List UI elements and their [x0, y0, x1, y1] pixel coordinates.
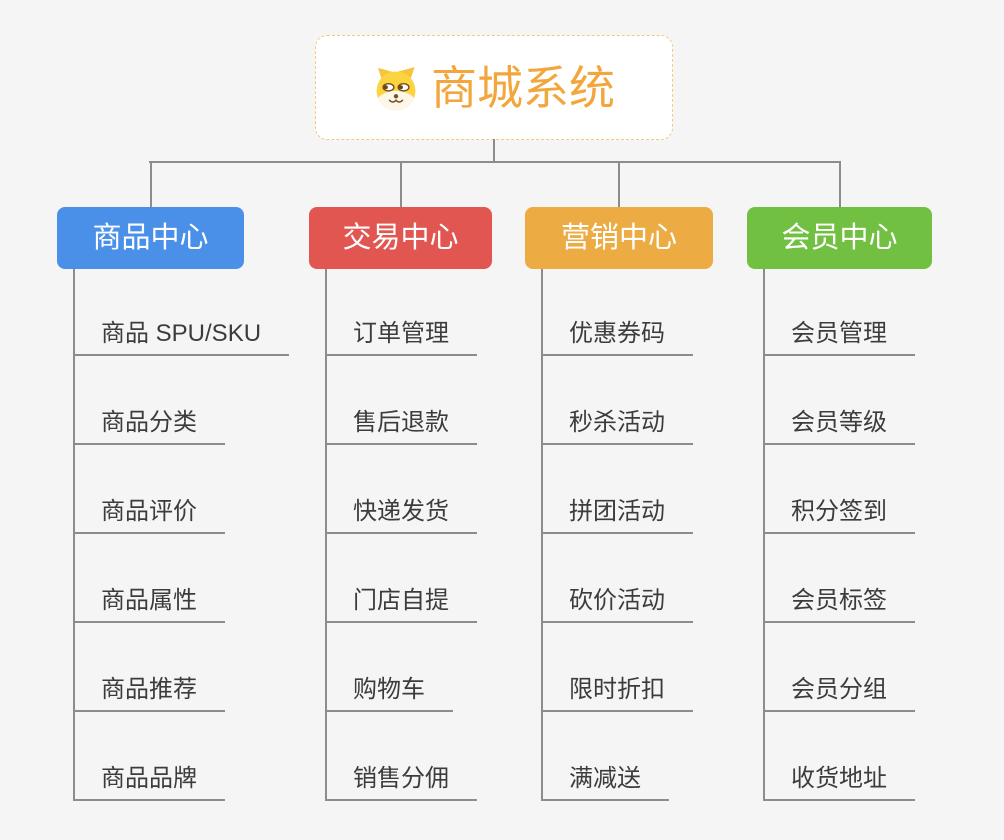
leaf-label: 商品品牌	[101, 765, 197, 792]
connector-branch-drop	[839, 161, 841, 207]
leaf-node[interactable]: 满减送	[541, 763, 669, 801]
leaf-label: 优惠券码	[569, 320, 665, 347]
branch-label: 商品中心	[92, 221, 209, 254]
connector-branch-spine	[73, 269, 75, 801]
leaf-node[interactable]: 秒杀活动	[541, 407, 693, 445]
connector-branch-spine	[541, 269, 543, 801]
leaf-label: 门店自提	[353, 587, 449, 614]
connector-branch-spine	[325, 269, 327, 801]
branch-node-marketing-center[interactable]: 营销中心	[525, 207, 713, 269]
leaf-label: 积分签到	[791, 498, 887, 525]
leaf-label: 满减送	[569, 765, 641, 792]
leaf-node[interactable]: 积分签到	[763, 496, 915, 534]
leaf-node[interactable]: 购物车	[325, 674, 453, 712]
leaf-node[interactable]: 优惠券码	[541, 318, 693, 356]
leaf-node[interactable]: 砍价活动	[541, 585, 693, 623]
connector-branch-drop	[150, 161, 152, 207]
leaf-node[interactable]: 会员分组	[763, 674, 915, 712]
leaf-label: 订单管理	[353, 320, 449, 347]
branch-node-product-center[interactable]: 商品中心	[57, 207, 244, 269]
leaf-node[interactable]: 商品 SPU/SKU	[73, 318, 290, 356]
leaf-label: 会员管理	[791, 320, 887, 347]
leaf-node[interactable]: 会员标签	[763, 585, 915, 623]
leaf-node[interactable]: 会员管理	[763, 318, 915, 356]
leaf-node[interactable]: 限时折扣	[541, 674, 693, 712]
leaf-label: 快递发货	[353, 498, 449, 525]
leaf-label: 商品分类	[101, 409, 197, 436]
branch-node-trade-center[interactable]: 交易中心	[309, 207, 492, 269]
leaf-label: 收货地址	[791, 765, 887, 792]
leaf-node[interactable]: 会员等级	[763, 407, 915, 445]
leaf-node[interactable]: 快递发货	[325, 496, 477, 534]
leaf-label: 会员标签	[791, 587, 887, 614]
leaf-node[interactable]: 商品推荐	[73, 674, 225, 712]
leaf-node[interactable]: 拼团活动	[541, 496, 693, 534]
leaf-label: 售后退款	[353, 409, 449, 436]
leaf-label: 商品推荐	[101, 676, 197, 703]
root-title: 商城系统	[431, 61, 615, 114]
branch-label: 交易中心	[342, 221, 459, 254]
connector-branch-drop	[400, 161, 402, 207]
leaf-label: 购物车	[353, 676, 425, 703]
leaf-node[interactable]: 订单管理	[325, 318, 477, 356]
branch-label: 会员中心	[781, 221, 898, 254]
root-node[interactable]: 商城系统	[315, 35, 673, 140]
leaf-label: 会员分组	[791, 676, 887, 703]
leaf-node[interactable]: 商品分类	[73, 407, 225, 445]
leaf-node[interactable]: 收货地址	[763, 763, 915, 801]
leaf-label: 销售分佣	[353, 765, 449, 792]
leaf-label: 限时折扣	[569, 676, 665, 703]
connector-branch-drop	[618, 161, 620, 207]
connector-branch-spine	[763, 269, 765, 801]
leaf-node[interactable]: 商品评价	[73, 496, 225, 534]
connector-root-drop	[493, 139, 495, 163]
connector-rail	[149, 161, 841, 163]
leaf-node[interactable]: 门店自提	[325, 585, 477, 623]
leaf-label: 秒杀活动	[569, 409, 665, 436]
leaf-label: 商品 SPU/SKU	[101, 320, 262, 347]
leaf-label: 拼团活动	[569, 498, 665, 525]
branch-node-member-center[interactable]: 会员中心	[747, 207, 932, 269]
leaf-label: 会员等级	[791, 409, 887, 436]
leaf-label: 商品评价	[101, 498, 197, 525]
leaf-node[interactable]: 销售分佣	[325, 763, 477, 801]
leaf-node[interactable]: 售后退款	[325, 407, 477, 445]
branch-label: 营销中心	[560, 221, 677, 254]
dog-face-icon	[373, 65, 419, 111]
leaf-node[interactable]: 商品属性	[73, 585, 225, 623]
leaf-label: 砍价活动	[569, 587, 665, 614]
leaf-label: 商品属性	[101, 587, 197, 614]
leaf-node[interactable]: 商品品牌	[73, 763, 225, 801]
